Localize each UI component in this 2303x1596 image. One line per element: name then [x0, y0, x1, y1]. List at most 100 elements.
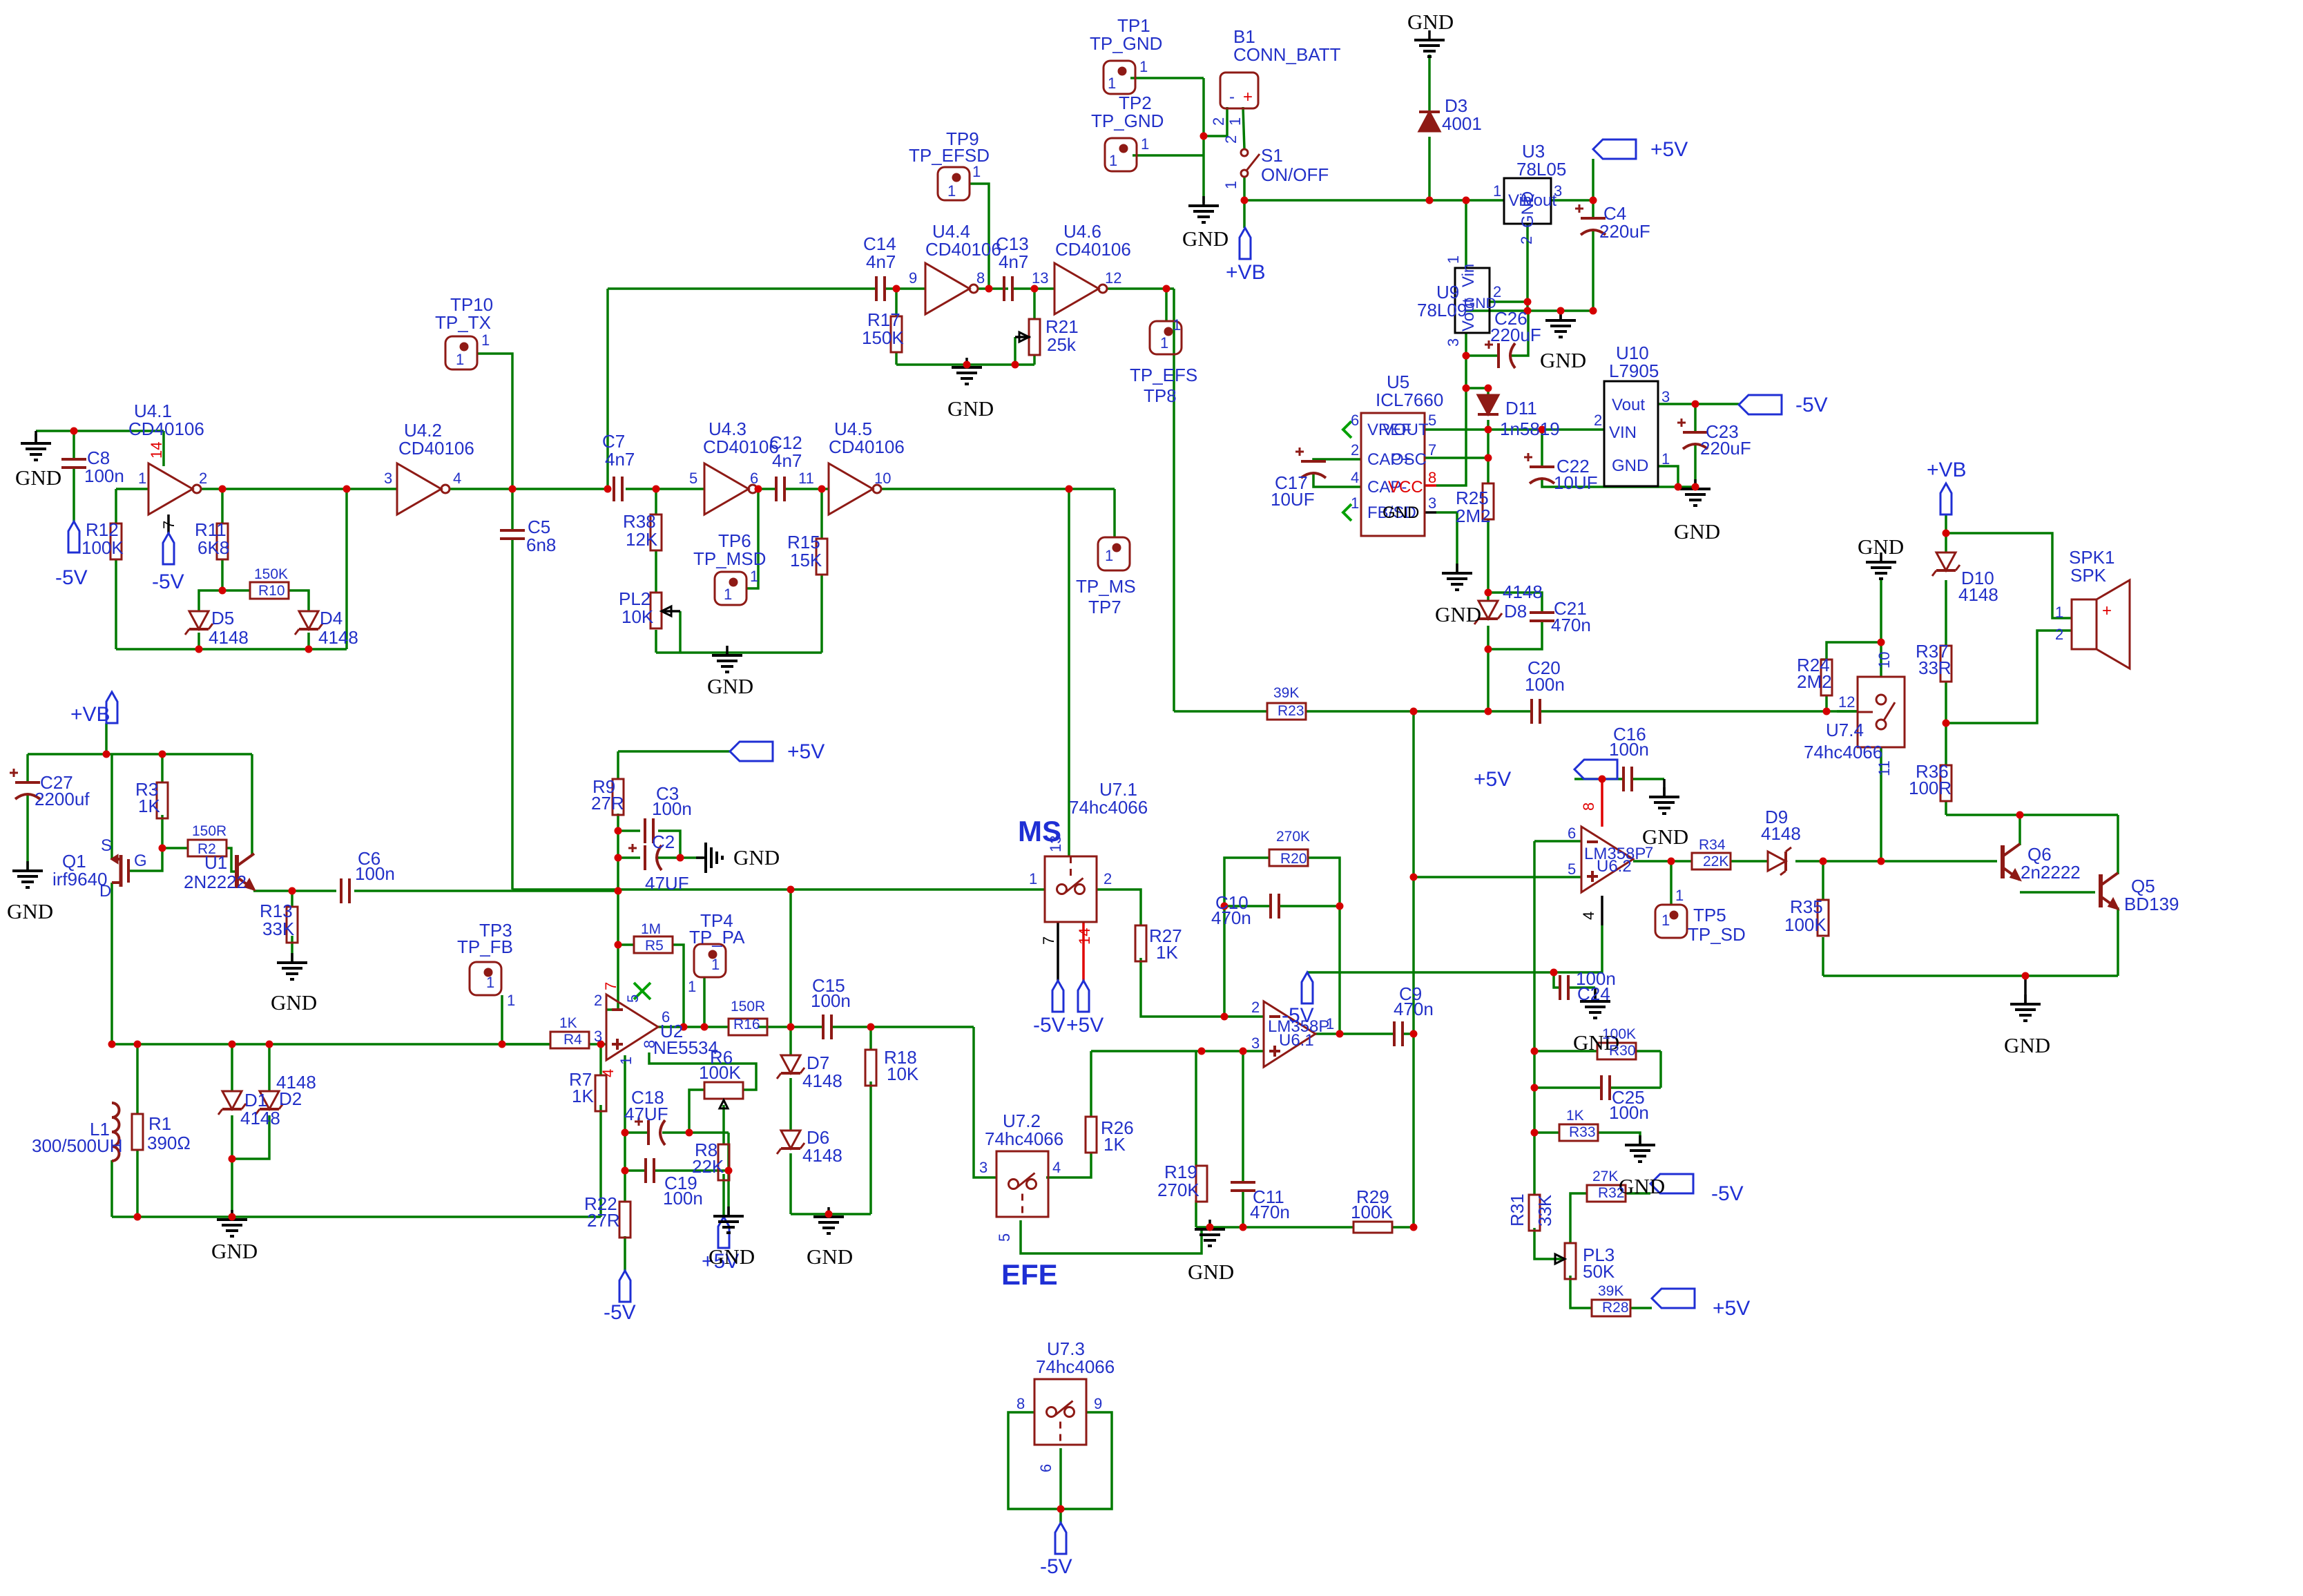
testpoint-TP9 [936, 166, 971, 202]
label-r31: R31 [1507, 1193, 1528, 1227]
label-4148: 4148 [1761, 823, 1801, 844]
label-tp-efs: TP_EFS [1130, 365, 1197, 385]
junction-dot [614, 941, 622, 949]
label-27r: 27R [591, 793, 624, 814]
label-25k: 25k [1047, 334, 1077, 355]
label-47uf: 47UF [624, 1104, 668, 1124]
label-u4-3: U4.3 [709, 419, 746, 439]
label-150r: 150R [192, 823, 227, 839]
label-1: 1 [507, 992, 515, 1009]
label-u7-2: U7.2 [1003, 1111, 1041, 1131]
label-100n: 100n [84, 465, 124, 486]
label-gnd: GND [1540, 348, 1586, 372]
label-r7: R7 [569, 1069, 592, 1090]
label-r8: R8 [695, 1140, 717, 1160]
label-6: 6 [750, 470, 758, 487]
label-1: 1 [481, 331, 490, 349]
label-2n2222: 2n2222 [2021, 862, 2081, 883]
label-fb-sd: FB/SD [1367, 503, 1416, 522]
label-3: 3 [1554, 182, 1562, 200]
zener-diode-D6 [799, 1142, 806, 1149]
wire [673, 943, 685, 1027]
noconnect-icon [1341, 503, 1353, 522]
junction-dot [1240, 196, 1249, 204]
junction-dot [1667, 857, 1675, 865]
label-7: 7 [1645, 844, 1653, 861]
label-osc: OSC [1391, 450, 1427, 469]
junction-dot [1462, 196, 1470, 204]
label-l1: L1 [90, 1119, 110, 1140]
label-c4: C4 [1603, 203, 1626, 224]
capacitor-C26 [1509, 342, 1516, 369]
label-d8: D8 [1504, 601, 1527, 622]
label-1: 1 [1105, 547, 1113, 564]
transistor-arrow [243, 877, 256, 892]
wire [197, 589, 222, 611]
label-gnd: GND [947, 396, 994, 421]
label-lm358p: LM358P [1584, 845, 1646, 863]
zener-diode-D6 [775, 1148, 782, 1155]
label-gnd: GND [271, 990, 317, 1015]
junction-dot [680, 1023, 688, 1031]
label-1: 1 [1173, 316, 1181, 334]
label-c10: C10 [1215, 892, 1249, 913]
label-1k: 1K [572, 1086, 594, 1106]
label-7: 7 [1428, 441, 1436, 459]
label-470n: 470n [1551, 615, 1591, 635]
label-tp-msd: TP_MSD [693, 548, 766, 569]
label-gnd: GND [15, 465, 61, 490]
label-1k: 1K [1566, 1108, 1584, 1124]
resistor-R2 [186, 838, 228, 858]
label-1k: 1K [1156, 942, 1178, 963]
junction-dot [787, 885, 795, 894]
label-+vb: +VB [70, 703, 110, 726]
junction-dot [1336, 902, 1344, 910]
label-4148: 4148 [318, 627, 358, 648]
label-1k: 1K [138, 796, 160, 816]
wire [1019, 1220, 1203, 1255]
label-1: 1 [711, 956, 720, 973]
label-d6: D6 [807, 1127, 829, 1148]
junction-dot [158, 844, 166, 852]
label-1: 1 [1326, 1015, 1334, 1032]
junction-dot [508, 485, 517, 493]
label-c15: C15 [812, 975, 845, 996]
resistor-R29 [1352, 1220, 1394, 1234]
label-c23: C23 [1706, 421, 1739, 442]
label-4148: 4148 [240, 1108, 280, 1128]
junction-dot [1239, 1047, 1247, 1055]
switch-lever [1245, 153, 1261, 171]
label-5: 5 [996, 1233, 1013, 1242]
label-1: 1 [1108, 75, 1116, 92]
switch-lever [1054, 1400, 1074, 1416]
junction-dot [1942, 529, 1950, 537]
label-u7-4: U7.4 [1826, 720, 1864, 740]
resistor-R10 [249, 581, 290, 600]
junction-dot [1691, 400, 1699, 408]
label-4148: 4148 [802, 1070, 842, 1091]
label--5v: -5V [1040, 1555, 1072, 1578]
resistor-R4 [549, 1030, 590, 1050]
testpoint-pad [729, 577, 738, 587]
label-+5v: +5V [1713, 1297, 1750, 1320]
label-50k: 50K [1583, 1261, 1615, 1282]
label-74hc4066: 74hc4066 [985, 1128, 1063, 1149]
label-10uf: 10UF [1271, 489, 1315, 510]
label-vin: Vin [1459, 264, 1478, 287]
label-10k: 10K [621, 606, 654, 627]
label-cd40106: CD40106 [925, 239, 1001, 260]
label-74hc4066: 74hc4066 [1036, 1356, 1115, 1377]
junction-dot [754, 485, 762, 493]
label-12: 12 [1838, 693, 1855, 711]
label-gnd: GND [2004, 1033, 2050, 1057]
label-tp7: TP7 [1088, 597, 1121, 617]
capacitor-C23 [1682, 443, 1709, 450]
zener-diode-D8 [1496, 613, 1503, 619]
label-q1: Q1 [62, 851, 86, 872]
wire [1436, 388, 1467, 487]
label-100k: 100K [699, 1062, 741, 1083]
label-c18: C18 [631, 1087, 664, 1108]
power-flag-icon [1238, 225, 1252, 260]
label-+5v: +5V [1066, 1014, 1104, 1037]
wire [1046, 1152, 1092, 1179]
